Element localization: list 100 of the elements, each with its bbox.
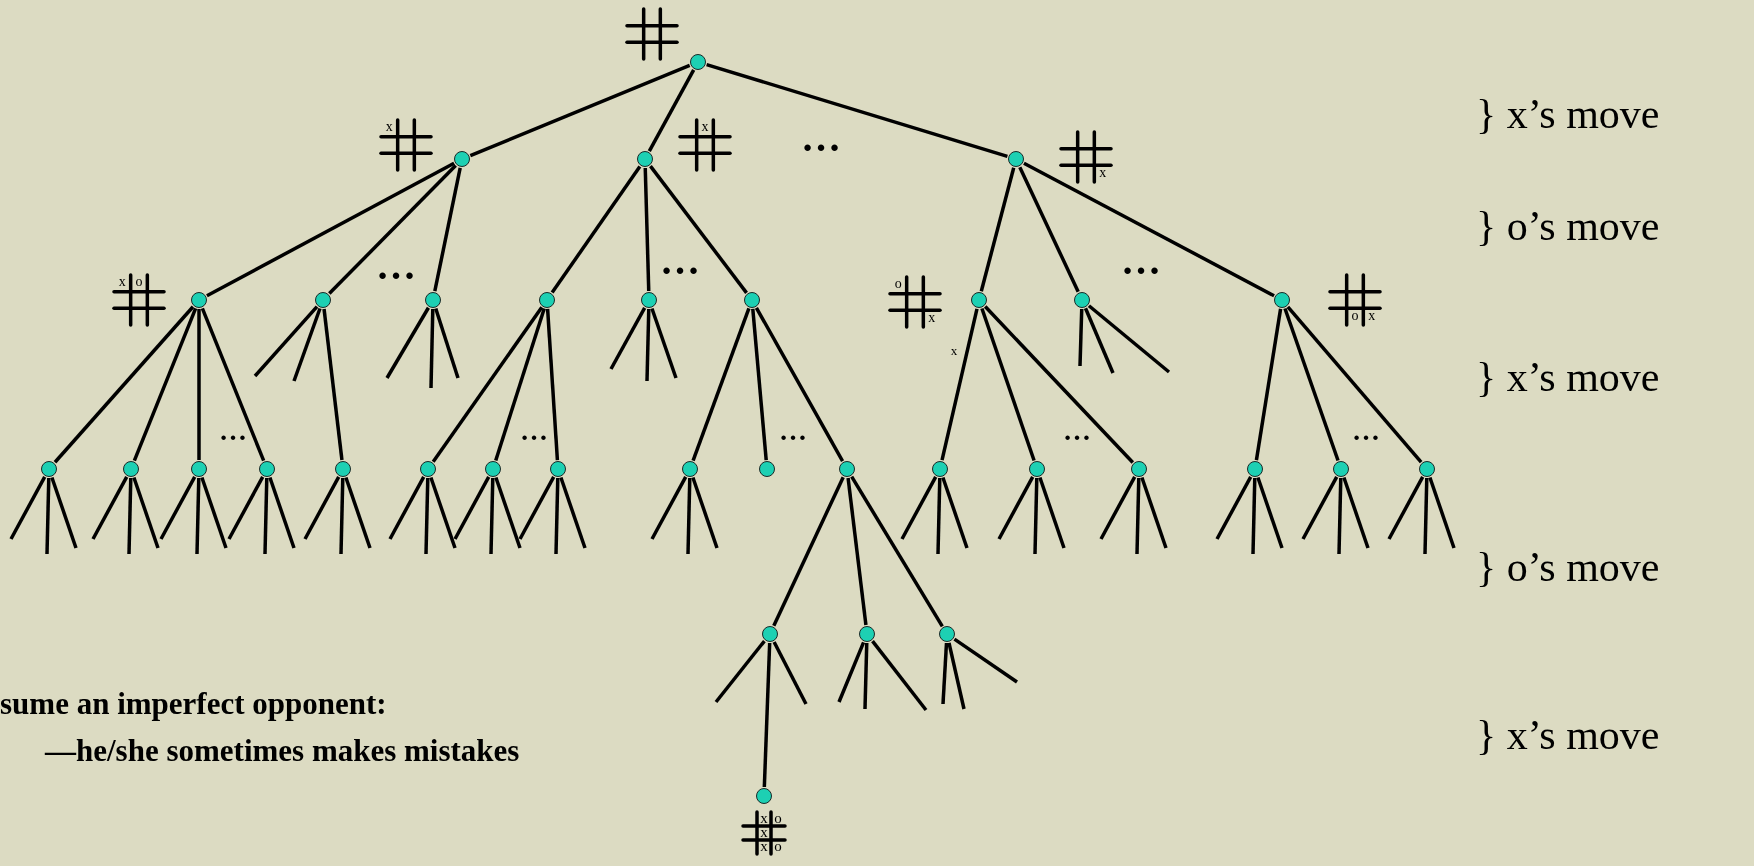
tree-edge: [871, 640, 928, 712]
tree-edge: [643, 167, 651, 292]
tree-edge: [518, 476, 556, 540]
turn-label: } o’s move: [1476, 205, 1660, 247]
board-mark: x: [760, 810, 768, 826]
tree-edge: [979, 167, 1016, 292]
board-mark: o: [135, 275, 143, 290]
tree-edge: [772, 476, 845, 627]
tree-edge: [691, 307, 751, 462]
tree-node-circle: [315, 292, 331, 308]
tree-edge: [559, 476, 587, 549]
tree-node-circle: [971, 292, 987, 308]
ellipsis: …: [801, 118, 841, 158]
tree-node-circle: [41, 461, 57, 477]
tree-edge: [385, 306, 430, 379]
board-mark: x: [928, 310, 936, 325]
tree-node-circle: [641, 292, 657, 308]
tree-edge: [127, 477, 133, 555]
tree-edge: [863, 642, 869, 710]
tree-node-circle: [1333, 461, 1349, 477]
board-mark: o: [774, 838, 782, 854]
tree-edge: [424, 477, 430, 555]
tree-edge: [953, 637, 1018, 684]
tree-edge: [751, 308, 768, 461]
tree-node-circle: [191, 292, 207, 308]
tree-edge: [846, 477, 868, 626]
note-text: sume an imperfect opponent:: [0, 688, 387, 719]
tree-node-circle: [1419, 461, 1435, 477]
tree-node-circle: [454, 151, 470, 167]
tree-edge: [1251, 477, 1257, 555]
tree-node-circle: [420, 461, 436, 477]
tree-edge: [1033, 477, 1039, 555]
ellipsis: …: [219, 417, 247, 445]
ellipsis: …: [660, 241, 700, 281]
tree-edge: [545, 308, 560, 461]
turn-label: } x’s move: [1476, 356, 1660, 398]
tree-edge: [91, 476, 129, 540]
note-text: —he/she sometimes makes mistakes: [45, 735, 520, 766]
tree-node-circle: [1131, 461, 1147, 477]
tree-edge: [494, 308, 546, 461]
ellipsis: …: [779, 417, 807, 445]
tree-node-circle: [682, 461, 698, 477]
board-mark: o: [1351, 308, 1359, 323]
tree-edge: [550, 165, 642, 294]
tree-edge: [1342, 476, 1370, 549]
tree-edge: [762, 642, 772, 788]
tree-node-circle: [1029, 461, 1045, 477]
tree-node-circle: [1074, 292, 1090, 308]
board-mark: x: [1368, 308, 1376, 323]
tree-edge: [754, 307, 845, 462]
tree-node-circle: [259, 461, 275, 477]
tree-edge: [206, 161, 455, 298]
tree-node-circle: [690, 54, 706, 70]
tree-edge: [433, 167, 462, 292]
tree-edge: [980, 307, 1036, 462]
board-mark: x: [760, 838, 768, 854]
tree-edge: [1078, 308, 1084, 367]
tree-node-circle: [539, 292, 555, 308]
tree-edge: [936, 477, 942, 555]
tree-node-circle: [335, 461, 351, 477]
tree-edge: [159, 476, 197, 540]
tree-node-circle: [191, 461, 207, 477]
tree-edge: [263, 477, 269, 555]
tree-node-circle: [485, 461, 501, 477]
tree-edge: [645, 308, 651, 382]
tree-edge: [1428, 476, 1456, 549]
tree-edge: [489, 477, 495, 555]
tree-edge: [200, 476, 228, 549]
tree-edge: [714, 639, 766, 704]
tree-node-circle: [637, 151, 653, 167]
tree-edge: [1083, 307, 1115, 374]
tree-edge: [453, 476, 491, 540]
tree-node-circle: [744, 292, 760, 308]
tree-edge: [1387, 476, 1425, 540]
tree-edge: [1018, 166, 1080, 293]
tree-edge: [197, 309, 201, 460]
tree-edge: [1099, 476, 1137, 540]
tree-edge: [649, 165, 748, 294]
tree-edge: [303, 476, 341, 540]
tree-edge: [900, 476, 938, 540]
tree-edge: [554, 477, 560, 555]
tree-edge: [941, 476, 969, 549]
tree-edge: [997, 476, 1035, 540]
turn-label: } x’s move: [1476, 714, 1660, 756]
ellipsis: …: [1121, 241, 1161, 281]
tree-node-circle: [762, 626, 778, 642]
tree-edge: [1087, 304, 1171, 374]
tree-node-circle: [1247, 461, 1263, 477]
tree-edge: [1038, 476, 1066, 549]
tree-edge: [772, 641, 808, 705]
tree-edge: [1337, 477, 1343, 555]
tree-edge: [850, 475, 944, 628]
tree-edge: [328, 164, 457, 295]
tree-edge: [1301, 476, 1339, 540]
board-mark: x: [701, 120, 709, 135]
tree-edge: [322, 308, 344, 461]
tree-edge: [227, 476, 265, 540]
tree-edge: [429, 476, 457, 549]
tree-edge: [388, 476, 426, 540]
tree-edge: [200, 307, 266, 462]
